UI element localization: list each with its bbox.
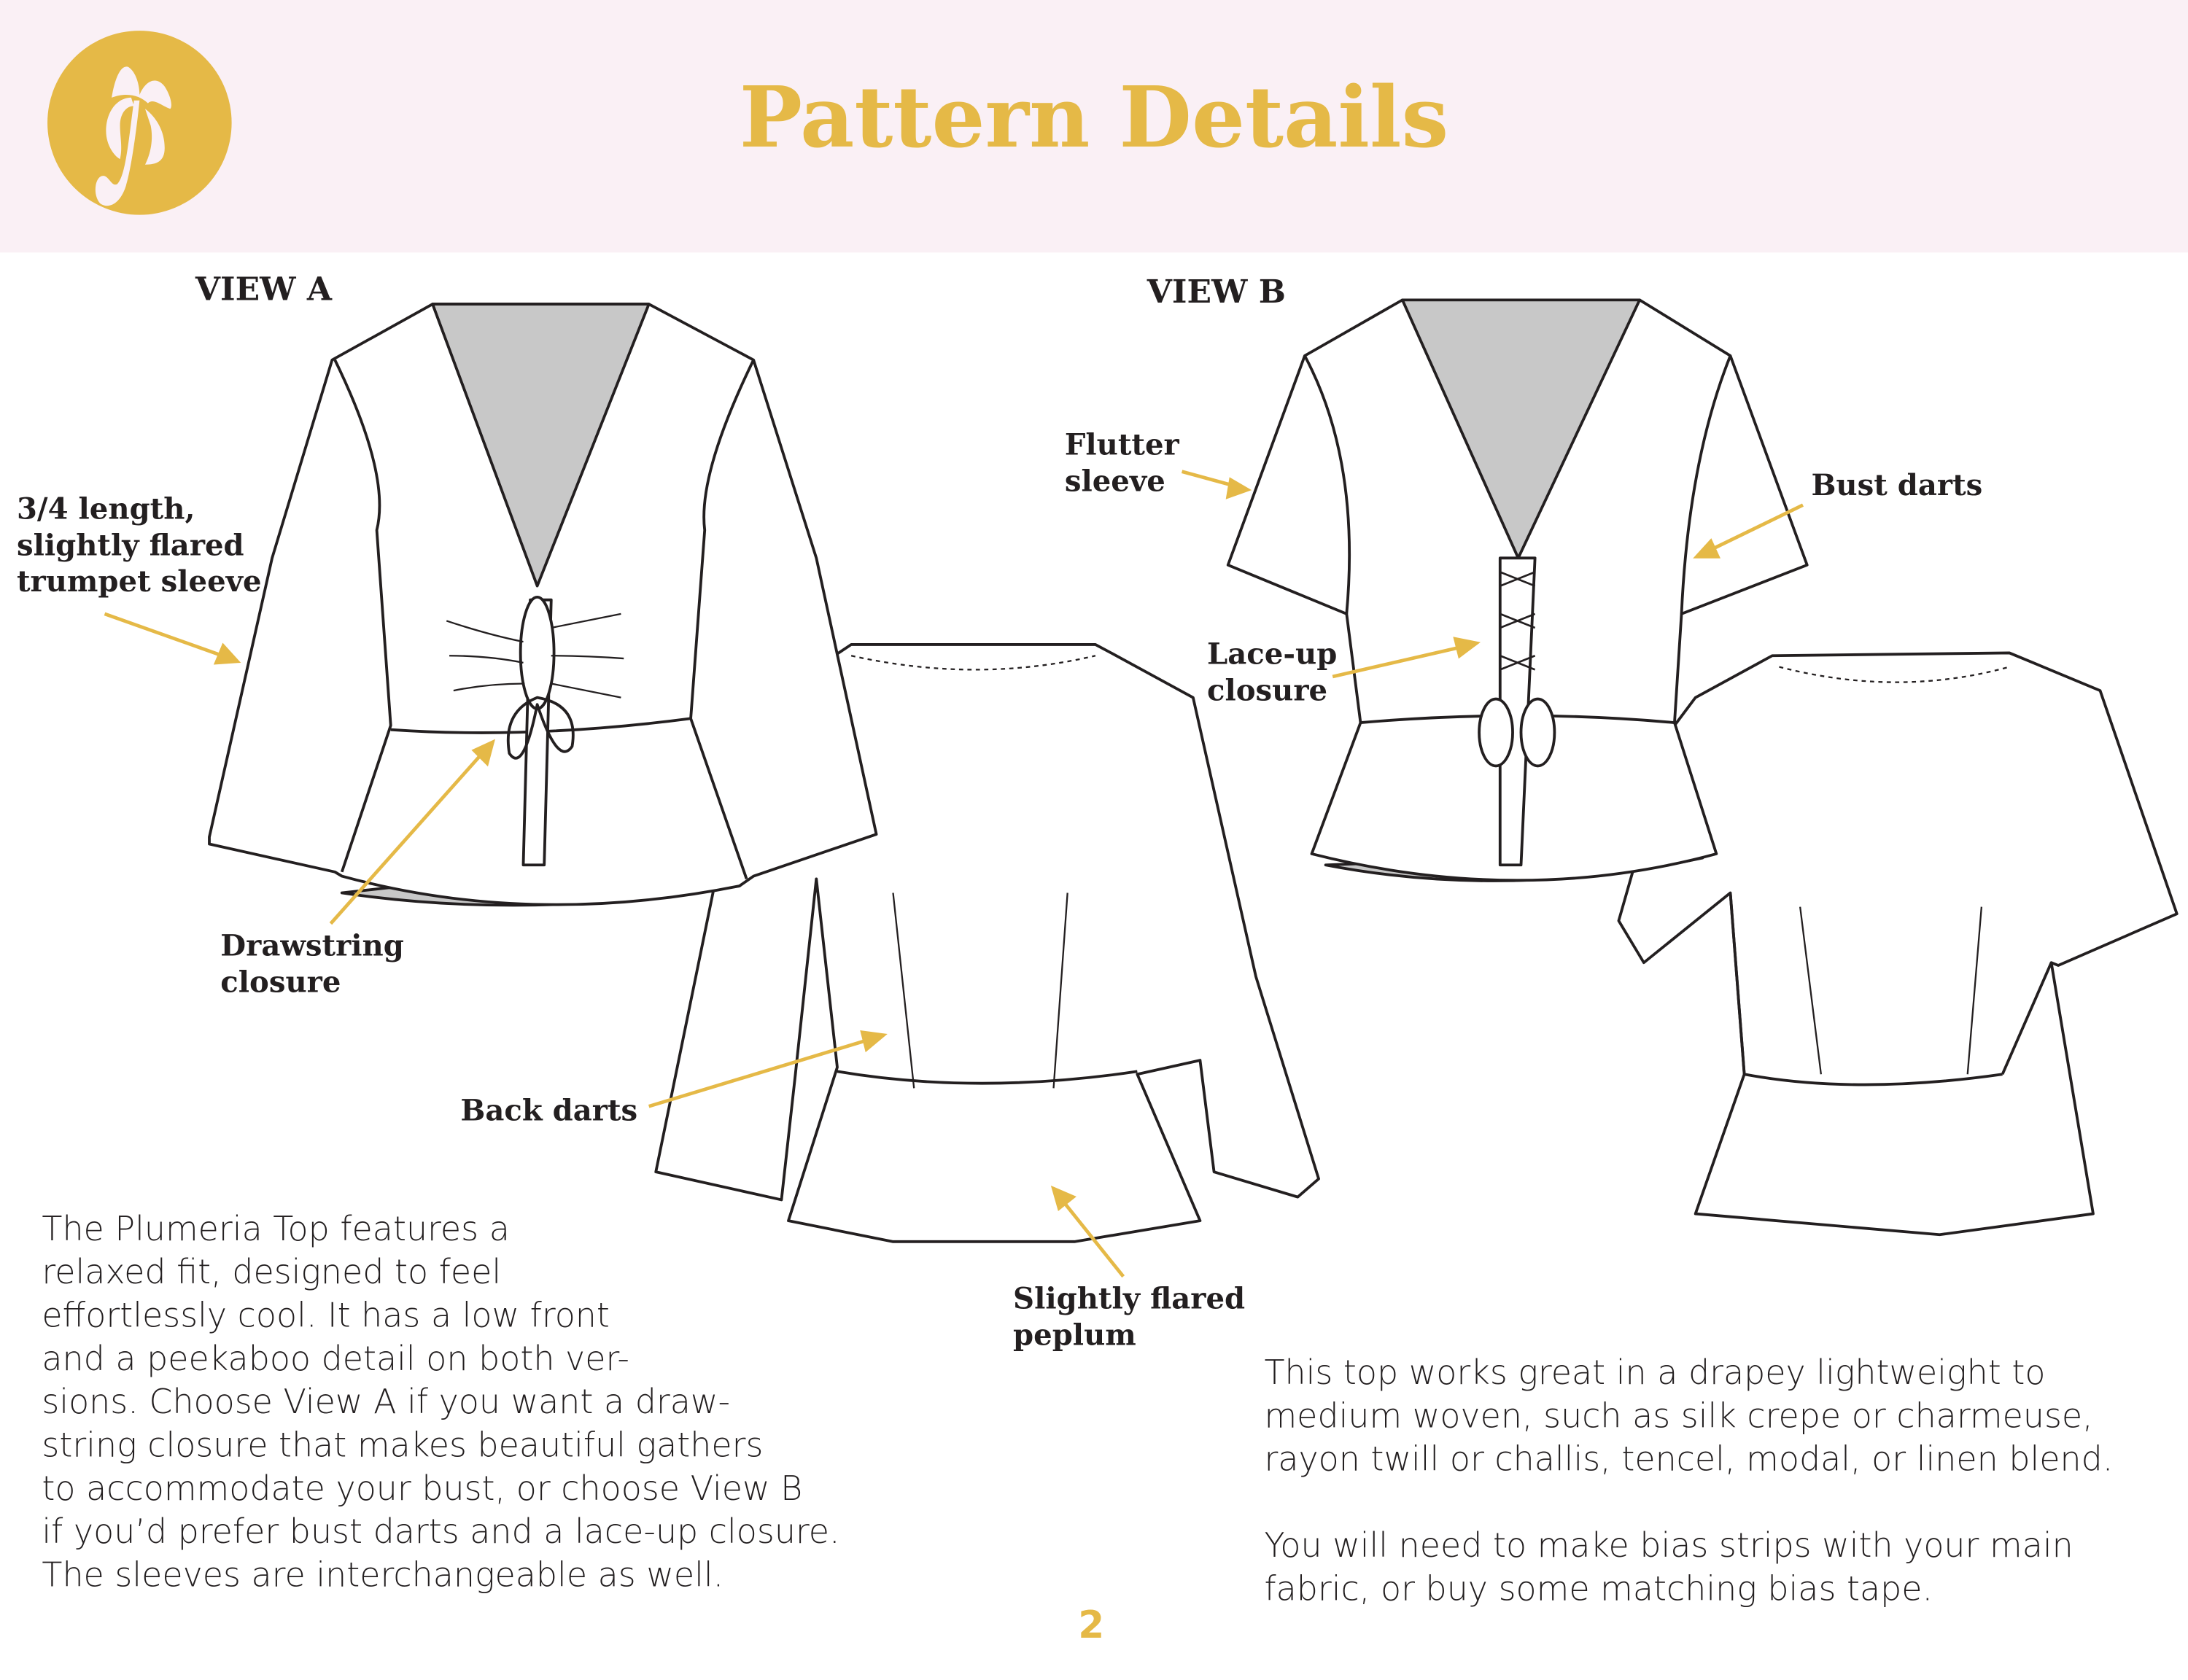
- annotation-flutter-sleeve: Flutter sleeve: [1064, 427, 1179, 499]
- annotation-drawstring: Drawstring closure: [220, 928, 404, 999]
- header-band: Pattern Details: [0, 0, 2188, 253]
- page-title: Pattern Details: [739, 69, 1449, 168]
- intro-paragraph: The Plumeria Top features a relaxed fit,…: [42, 1209, 840, 1595]
- plumeria-logo: [47, 31, 232, 215]
- view-b-back-drawing: [1617, 651, 2179, 1237]
- annotation-back-darts: Back darts: [460, 1092, 638, 1127]
- view-b-front-drawing: [1226, 298, 1809, 882]
- view-a-label: VIEW A: [195, 271, 333, 308]
- page-number: 2: [1078, 1604, 1105, 1648]
- annotation-lace-up: Lace-up closure: [1207, 636, 1338, 708]
- view-a-front-drawing: [208, 303, 878, 907]
- annotation-trumpet-sleeve: 3/4 length, slightly flared trumpet slee…: [16, 491, 262, 599]
- annotation-peplum: Slightly flared peplum: [1013, 1280, 1246, 1352]
- palm-p-icon: [95, 66, 171, 206]
- annotation-arrows: [104, 470, 1804, 1278]
- view-b-label: VIEW B: [1147, 273, 1286, 311]
- fabric-paragraph: This top works great in a drapey lightwe…: [1264, 1353, 2114, 1609]
- annotation-bust-darts: Bust darts: [1811, 467, 1983, 502]
